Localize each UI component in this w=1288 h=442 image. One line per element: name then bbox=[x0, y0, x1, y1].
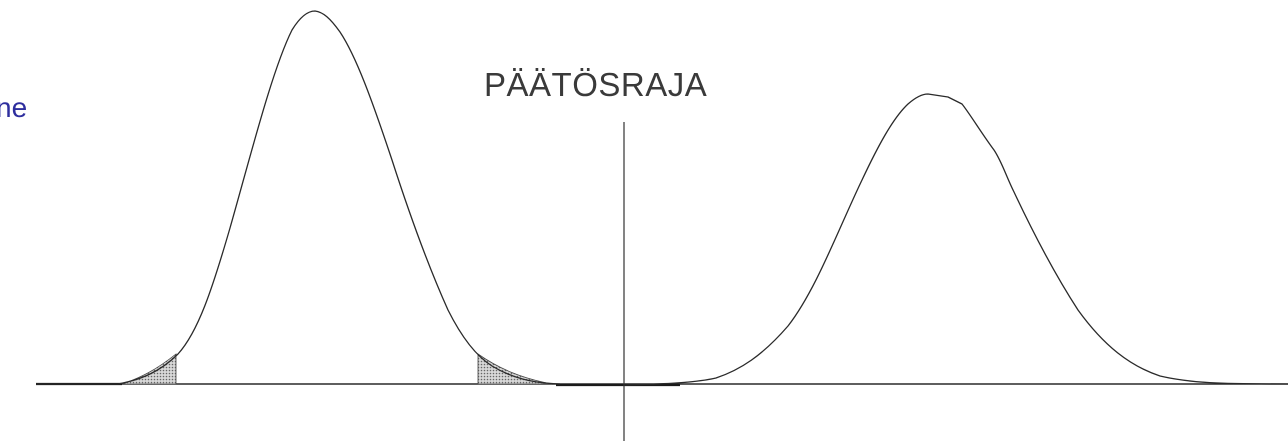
left-tail-shaded-area bbox=[121, 353, 177, 385]
right-tail-shaded-area bbox=[477, 353, 553, 385]
right-distribution-curve bbox=[623, 93, 1288, 386]
edge-text-fragment: ne bbox=[0, 92, 27, 123]
decision-threshold-label: PÄÄTÖSRAJA bbox=[484, 66, 707, 103]
left-distribution-curve bbox=[36, 10, 561, 385]
